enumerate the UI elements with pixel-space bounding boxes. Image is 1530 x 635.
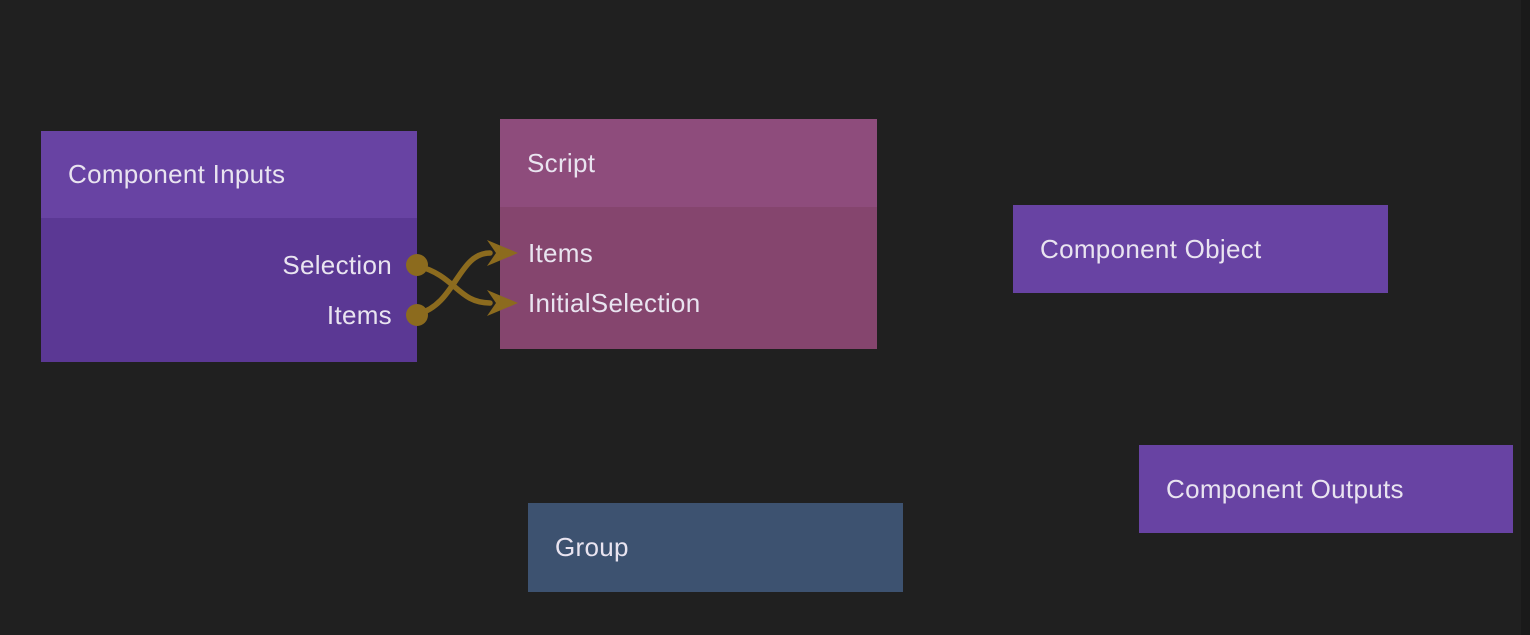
node-component-inputs-body[interactable]: [41, 218, 417, 362]
node-component-object[interactable]: Component Object: [1013, 205, 1388, 293]
input-port-label-initialselection: InitialSelection: [528, 288, 701, 318]
input-port-initialselection-arrow-icon[interactable]: [487, 290, 518, 316]
node-component-outputs[interactable]: Component Outputs: [1139, 445, 1513, 533]
node-group-title: Group: [555, 532, 629, 562]
node-component-inputs[interactable]: Component Inputs Selection Items: [41, 131, 417, 362]
input-port-label-items: Items: [528, 238, 594, 268]
wire-items-to-items[interactable]: [415, 250, 493, 317]
output-port-items[interactable]: [406, 304, 428, 326]
node-component-inputs-header[interactable]: Component Inputs: [41, 131, 417, 218]
input-port-items-arrow-icon[interactable]: [487, 240, 518, 266]
output-port-label-items: Items: [326, 300, 392, 330]
node-script-body[interactable]: [500, 207, 877, 349]
output-port-label-selection: Selection: [282, 250, 392, 280]
node-component-inputs-title: Component Inputs: [68, 159, 286, 189]
wire-selection-to-initialselection[interactable]: [415, 263, 493, 306]
output-port-selection[interactable]: [406, 254, 428, 276]
node-component-object-title: Component Object: [1040, 233, 1262, 264]
node-component-outputs-title: Component Outputs: [1166, 473, 1404, 504]
node-script-header[interactable]: Script: [500, 119, 877, 207]
node-group[interactable]: Group: [528, 503, 903, 592]
scrollbar-track[interactable]: [1521, 0, 1530, 635]
node-script[interactable]: Script Items InitialSelection: [500, 119, 877, 349]
node-script-title: Script: [527, 147, 596, 178]
